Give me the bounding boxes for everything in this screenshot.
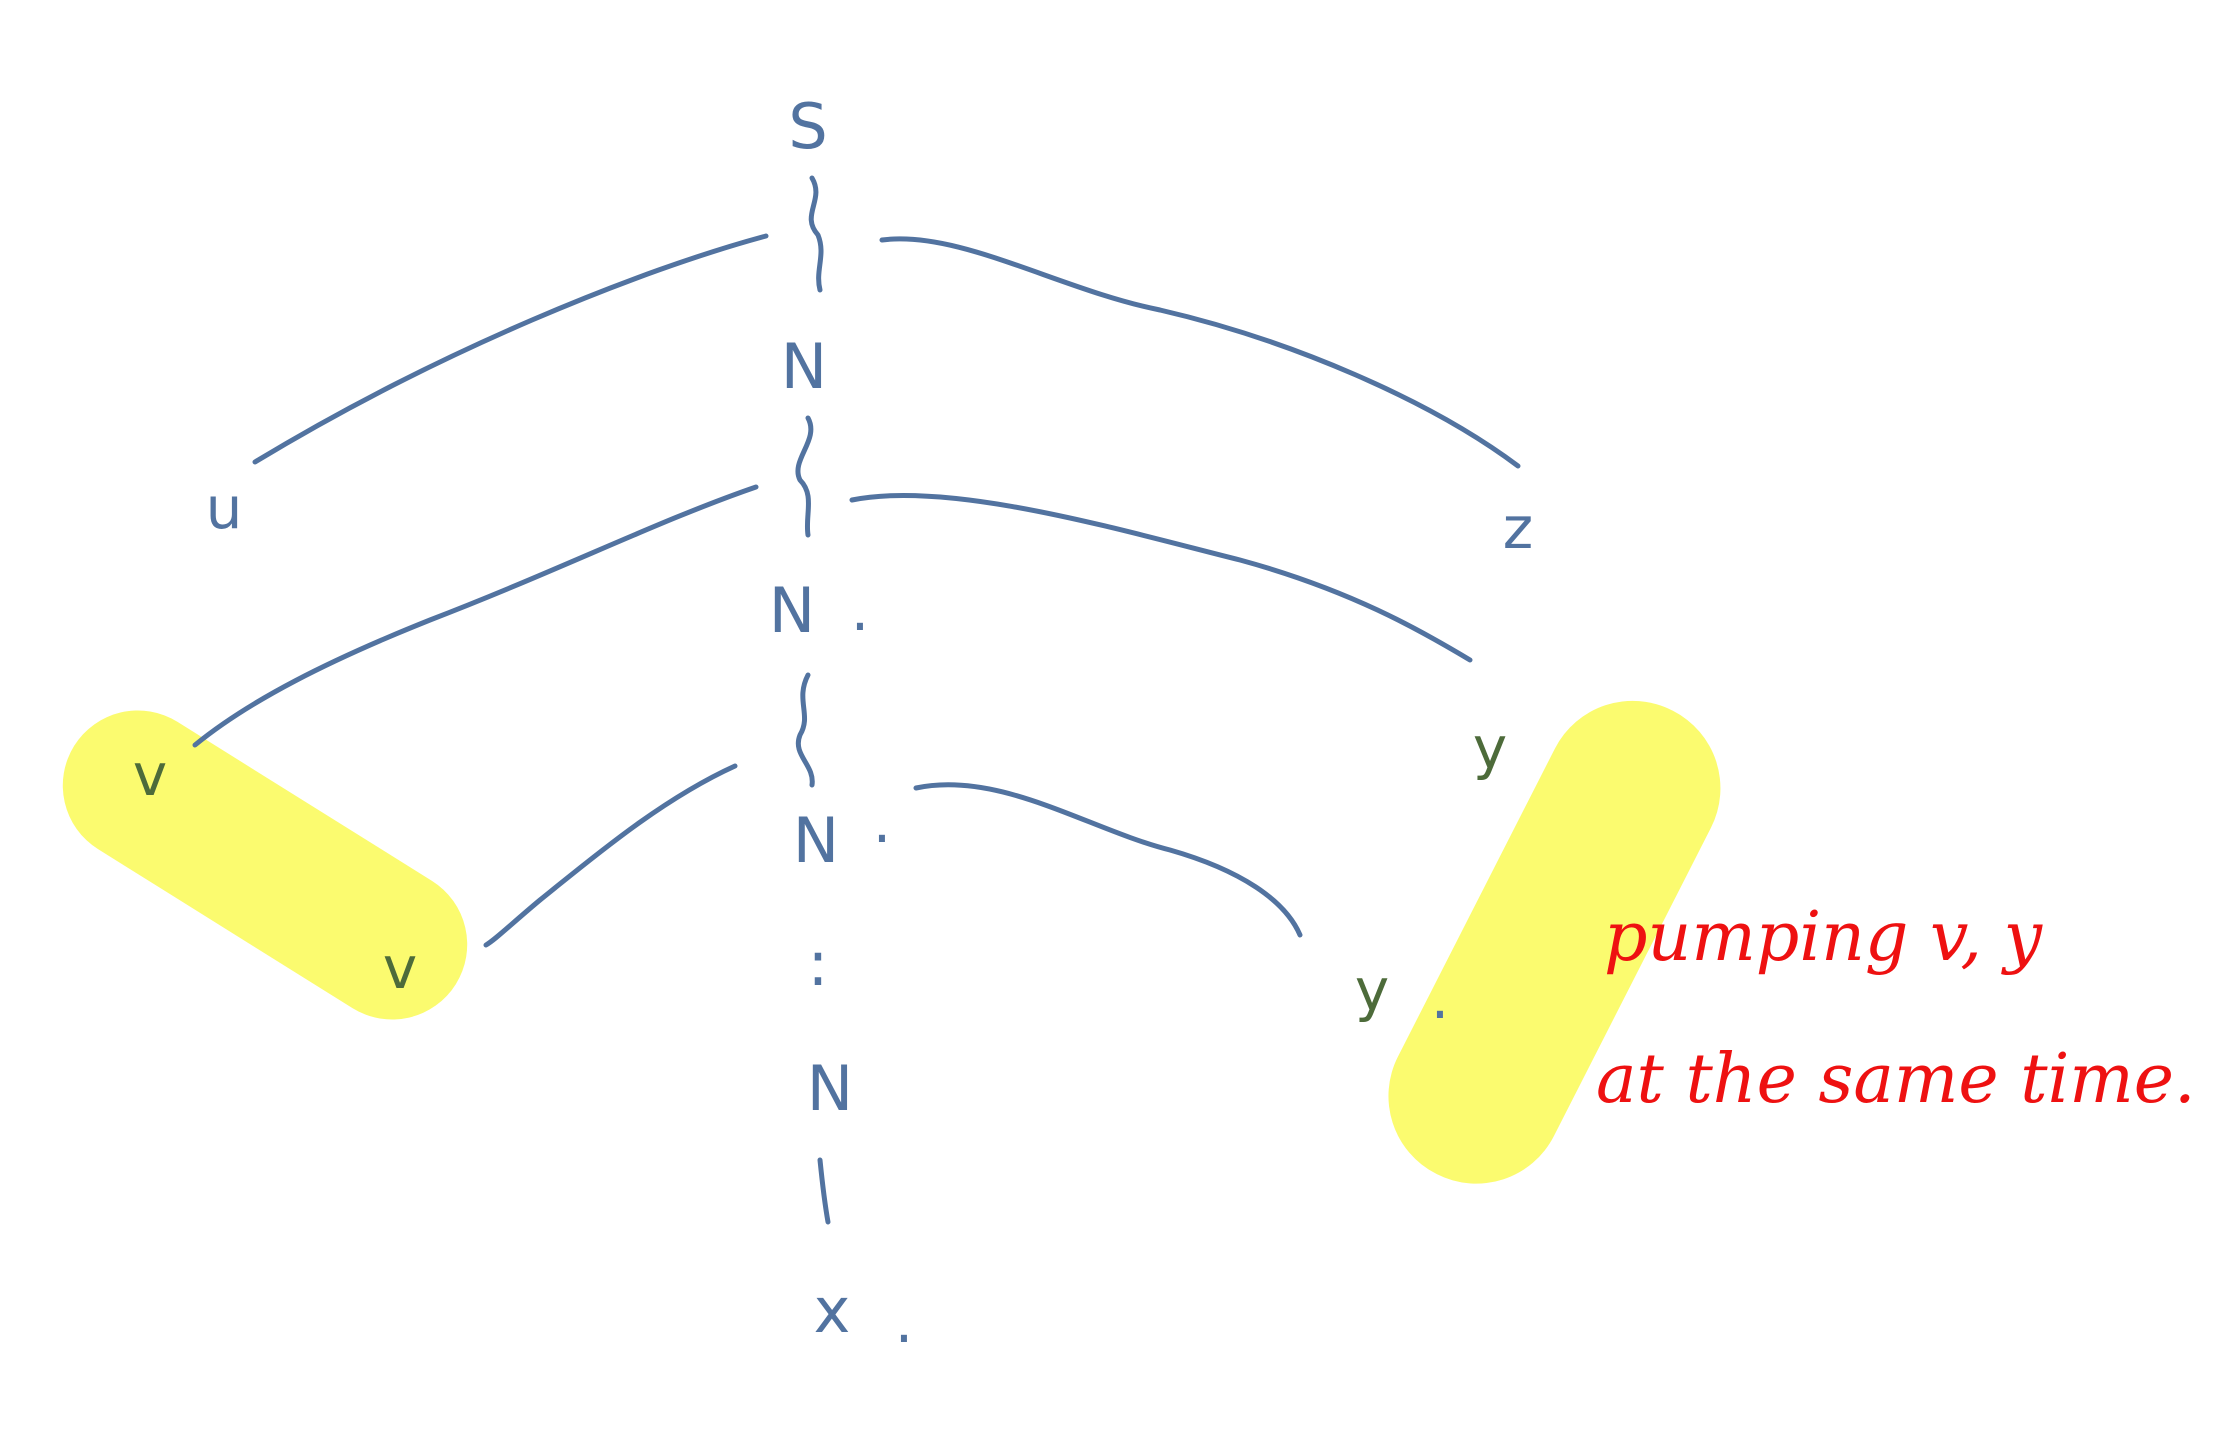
leaf-v-lower: v <box>383 934 417 1002</box>
leaf-z: z <box>1503 494 1533 562</box>
spine-node-1: N <box>781 330 827 403</box>
derivation-line-to-x <box>817 1157 831 1225</box>
v-highlight-band <box>62 710 468 1020</box>
derivation-squiggle-3 <box>795 672 815 788</box>
period-mark-2: . <box>873 788 891 856</box>
note-line-2: at the same time. <box>1596 1040 2196 1119</box>
y-highlight-band <box>1388 700 1721 1184</box>
period-mark-3: . <box>895 1288 913 1356</box>
spine-node-4: N <box>807 1052 853 1125</box>
spine-dots: : <box>808 927 829 1000</box>
branch-n2-to-y <box>913 782 1303 938</box>
branch-n1-to-y <box>849 492 1473 663</box>
leaf-u: u <box>206 474 243 542</box>
leaf-y-upper: y <box>1473 714 1507 782</box>
spine-node-3: N <box>793 804 839 877</box>
leaf-y-lower: y <box>1355 956 1389 1024</box>
branch-s-to-u <box>252 233 769 465</box>
derivation-squiggle-2 <box>795 415 814 538</box>
root-label: S <box>788 90 827 163</box>
period-mark-4: . <box>1431 964 1449 1032</box>
branch-n2-to-v <box>483 763 738 948</box>
spine-node-2: N <box>769 574 815 647</box>
leaf-v-upper: v <box>133 741 167 809</box>
period-mark-1: . <box>851 576 869 644</box>
branch-s-to-z <box>879 236 1521 469</box>
note-line-1: pumping v, y <box>1604 898 2044 977</box>
branch-n1-to-v <box>192 484 759 748</box>
terminal-label: x <box>814 1274 851 1347</box>
derivation-squiggle-1 <box>808 175 824 293</box>
